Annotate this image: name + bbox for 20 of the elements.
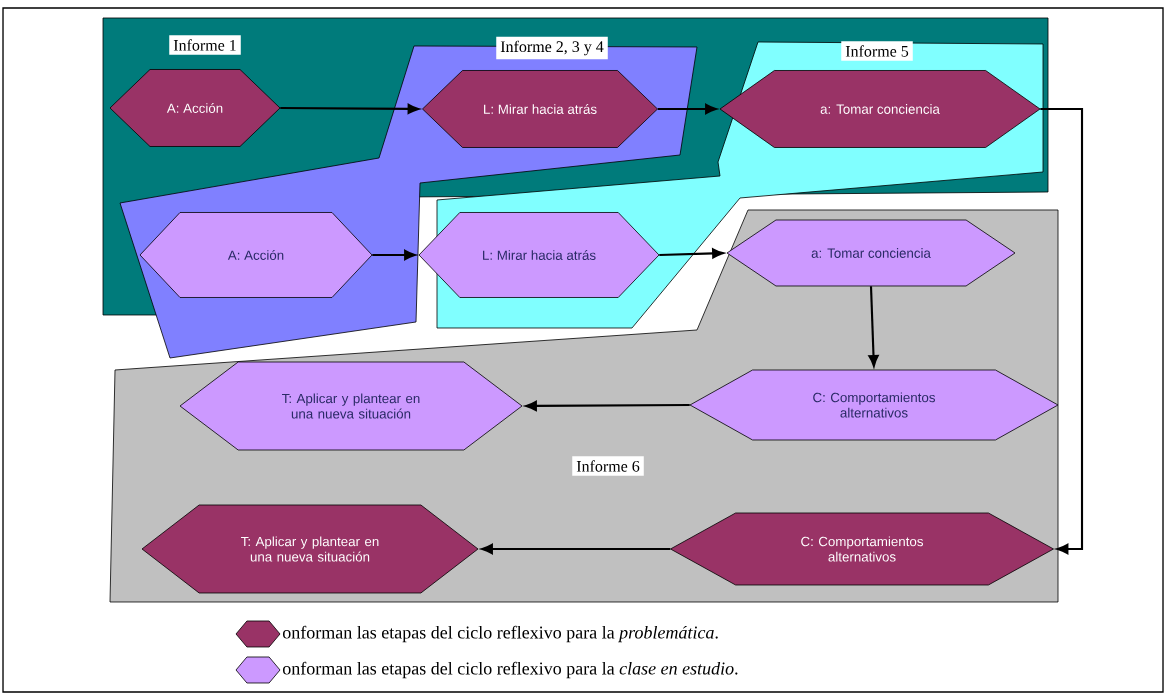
arrow bbox=[1040, 107, 1084, 555]
arrow bbox=[525, 400, 690, 412]
arrow bbox=[372, 249, 416, 261]
arrow bbox=[657, 103, 717, 115]
stage-hexagon: L: Mirar hacia atrás bbox=[418, 212, 660, 298]
arrow bbox=[659, 248, 724, 259]
arrow bbox=[280, 103, 420, 115]
stage-hexagon: T: Aplicar y plantear en una nueva situación bbox=[179, 361, 523, 451]
arrow bbox=[481, 543, 671, 555]
legend-text: onforman las etapas del ciclo reflexivo para la clase en estudio. bbox=[282, 661, 738, 679]
stage-hexagon: A: Acción bbox=[109, 69, 281, 147]
stage-hexagon: C: Comportamientos alternativos bbox=[670, 512, 1054, 586]
stage-hexagon: C: Comportamientos alternativos bbox=[689, 369, 1059, 441]
arrow bbox=[868, 286, 879, 367]
stage-hexagon: L: Mirar hacia atrás bbox=[422, 70, 658, 148]
stage-hexagon: a: Tomar conciencia bbox=[726, 219, 1016, 287]
legend-text: onforman las etapas del ciclo reflexivo para la problemática. bbox=[282, 625, 718, 643]
stage-hexagon: T: Aplicar y plantear en una nueva situación bbox=[141, 504, 479, 594]
stage-hexagon: A: Acción bbox=[139, 212, 373, 298]
stage-hexagon: a: Tomar conciencia bbox=[719, 70, 1041, 148]
